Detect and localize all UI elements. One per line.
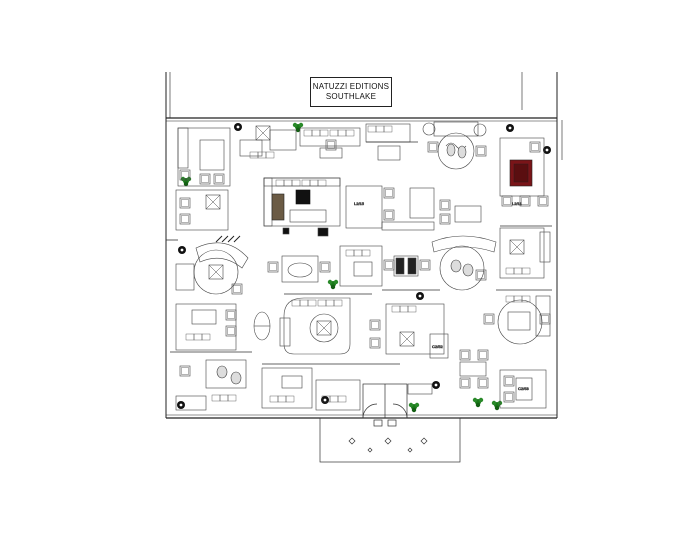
plant-icon bbox=[491, 400, 503, 411]
vignette-right-lower: C2/63 bbox=[483, 295, 551, 409]
vignette-top-right: L2/11 bbox=[422, 121, 549, 207]
plant-icon bbox=[472, 397, 484, 408]
vignette-right-middle bbox=[431, 227, 551, 291]
exterior-walls bbox=[165, 72, 563, 419]
vignette-top-left bbox=[177, 123, 411, 187]
plant-icon bbox=[180, 176, 192, 187]
label-c2-63: C2/63 bbox=[518, 386, 529, 391]
plant-icon bbox=[292, 122, 304, 133]
label-l2-15: L2/15 bbox=[354, 201, 365, 206]
vignette-left-middle bbox=[175, 189, 249, 295]
vignette-right-center-lower: C2/52 bbox=[369, 303, 489, 395]
store-title-sign: NATUZZI EDITIONS SOUTHLAKE bbox=[310, 77, 392, 107]
plant-icon bbox=[327, 279, 339, 290]
plant-icon bbox=[408, 402, 420, 413]
store-title-line1: NATUZZI EDITIONS bbox=[312, 82, 390, 91]
vignette-left-lower bbox=[175, 303, 271, 411]
label-l2-11: L2/11 bbox=[512, 201, 522, 206]
vignette-center-top: L2/15 bbox=[263, 177, 395, 237]
label-c2-52: C2/52 bbox=[432, 344, 443, 349]
lamp-markers bbox=[177, 123, 551, 409]
interior-partitions bbox=[166, 141, 552, 365]
store-title-line2: SOUTHLAKE bbox=[325, 92, 377, 101]
vignette-center-lower bbox=[261, 297, 361, 411]
vignette-center-middle bbox=[267, 187, 482, 287]
entrance-vestibule bbox=[319, 383, 461, 463]
